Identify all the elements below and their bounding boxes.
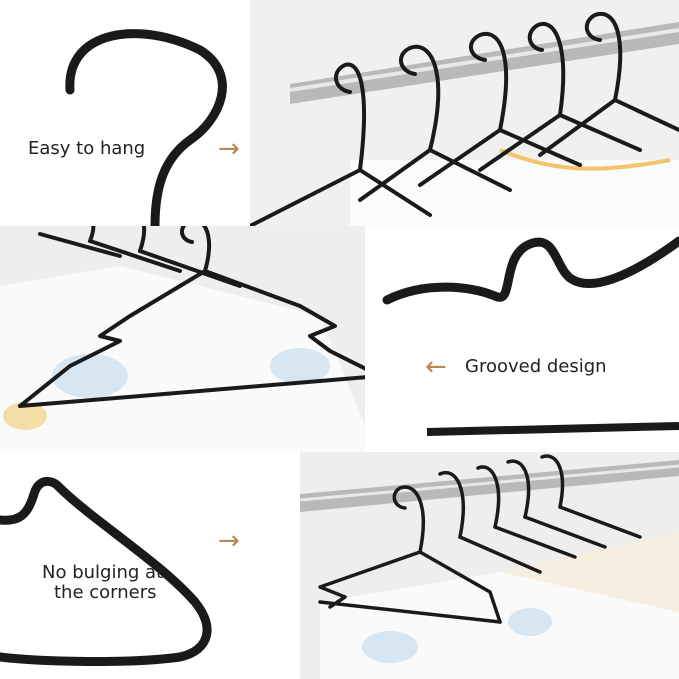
hanger-hook-closeup — [65, 29, 227, 226]
caption-grooved-design: Grooved design — [465, 356, 607, 377]
baby-clothes-photo — [0, 226, 365, 452]
caption-easy-to-hang: Easy to hang — [28, 138, 146, 159]
caption-no-bulging-line2: the corners — [54, 582, 157, 603]
hangers-on-rail-photo — [250, 0, 679, 226]
caption-no-bulging-line1: No bulging at — [42, 562, 164, 583]
feature-no-bulging: → No bulging at the corners — [0, 452, 679, 679]
grooved-hanger-closeup — [382, 236, 679, 436]
arrow-left-icon: ← — [425, 352, 447, 382]
clothes-on-rail-photo — [300, 452, 679, 679]
hanger-corner-closeup — [0, 476, 212, 667]
arrow-right-icon: → — [218, 526, 240, 556]
rail-clothes-illustration — [300, 452, 679, 679]
arrow-right-icon: → — [218, 134, 240, 164]
clothes-on-hangers-illustration — [0, 226, 365, 452]
rail-hangers-illustration — [250, 0, 679, 226]
feature-easy-to-hang: Easy to hang → — [0, 0, 679, 226]
feature-grooved-design: ← Grooved design — [0, 226, 679, 452]
